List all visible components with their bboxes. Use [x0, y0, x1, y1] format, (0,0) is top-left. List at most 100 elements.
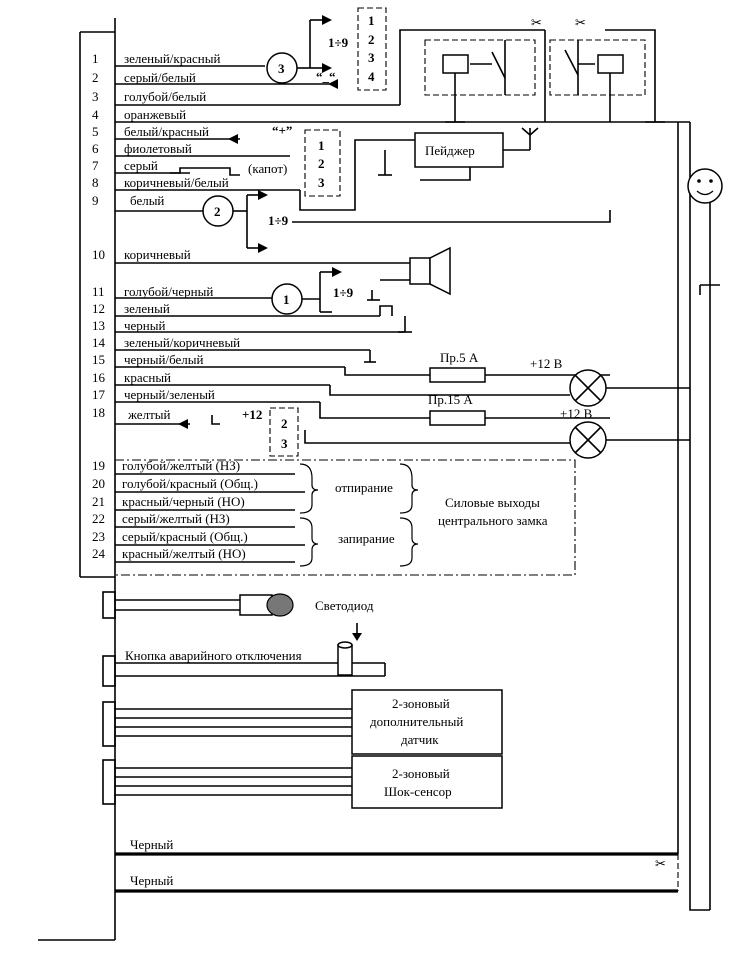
- outputs-label-2: центрального замка: [438, 513, 548, 528]
- wire-label-5: белый/красный: [124, 124, 209, 139]
- wire-label-2: серый/белый: [124, 70, 196, 85]
- channel-2-label: 2: [214, 204, 221, 219]
- wire-num-6: 6: [92, 141, 99, 156]
- wire-num-3: 3: [92, 89, 99, 104]
- pin-top-4: 4: [368, 69, 375, 84]
- channel-3-label: 3: [278, 61, 285, 76]
- wire-num-2: 2: [92, 70, 99, 85]
- supply-1-label: +12 В: [530, 356, 563, 371]
- lock-wire-lines: [115, 473, 305, 563]
- plus12-sign: +12: [242, 407, 262, 422]
- wire-label-7: серый: [124, 158, 158, 173]
- wire-label-16: красный: [124, 370, 171, 385]
- ground-label-2: Черный: [130, 873, 173, 888]
- wire-labels: 1 зеленый/красный 2 серый/белый 3 голубо…: [92, 51, 258, 561]
- channel-3-module: 3 1÷9 “_“ 1 2 3 4: [266, 7, 387, 91]
- range-3-label: 1÷9: [328, 35, 349, 50]
- wire-label-24: красный/желтый (НО): [122, 546, 246, 561]
- pin-top-3: 3: [368, 50, 375, 65]
- central-lock-group: отпирание запирание Силовые выходы центр…: [114, 459, 576, 576]
- led-section: Светодиод: [102, 591, 374, 619]
- pager-section: “+” 1 2 3 (капот) Пейджер: [170, 123, 539, 211]
- lamp-section: Пр.5 А +12 В Пр.15 А +12 В: [304, 350, 690, 459]
- wire-label-17: черный/зеленый: [124, 387, 215, 402]
- wire-label-3: голубой/белый: [124, 89, 206, 104]
- pin-top-2: 2: [368, 32, 375, 47]
- pin-top-1: 1: [368, 13, 375, 28]
- fuse-2-label: Пр.15 А: [428, 392, 473, 407]
- wire-num-17: 17: [92, 387, 106, 402]
- wire-num-11: 11: [92, 284, 105, 299]
- smiley-icon: [687, 168, 723, 204]
- sensor-1-line-2: дополнительный: [370, 714, 463, 729]
- button-icon: [337, 644, 353, 676]
- emergency-section: Кнопка аварийного отключения: [102, 623, 386, 687]
- wire-label-6: фиолетовый: [124, 141, 192, 156]
- wire-label-22: серый/желтый (НЗ): [122, 511, 230, 526]
- plus-sign: “+”: [272, 123, 292, 138]
- wire-num-13: 13: [92, 318, 105, 333]
- wire-label-11: голубой/черный: [124, 284, 213, 299]
- sensor-1-section: 2-зоновый дополнительный датчик: [102, 689, 503, 755]
- scissors-icon-3: ✂: [655, 856, 666, 871]
- wire-label-1: зеленый/красный: [124, 51, 220, 66]
- minus-sign: “_“: [316, 69, 336, 84]
- wire-num-10: 10: [92, 247, 105, 262]
- wire-num-1: 1: [92, 51, 99, 66]
- siren-section: 1 1÷9: [271, 246, 451, 363]
- led-icon: [266, 593, 294, 617]
- wire-num-12: 12: [92, 301, 105, 316]
- wire-num-23: 23: [92, 529, 105, 544]
- wire-num-16: 16: [92, 370, 106, 385]
- wire-label-12: зеленый: [124, 301, 170, 316]
- wire-label-23: серый/красный (Общ.): [122, 529, 248, 544]
- pin-mid-1: 1: [318, 138, 325, 153]
- pin-low-3: 3: [281, 436, 288, 451]
- wire-label-13: черный: [124, 318, 165, 333]
- scissors-icon: ✂: [531, 15, 542, 30]
- fuse-1-label: Пр.5 А: [440, 350, 479, 365]
- wire-num-24: 24: [92, 546, 106, 561]
- wire-num-21: 21: [92, 494, 105, 509]
- pin-mid-3: 3: [318, 175, 325, 190]
- relay-assembly: ✂ ✂: [399, 15, 665, 123]
- led-label: Светодиод: [315, 598, 374, 613]
- wire-label-10: коричневый: [124, 247, 191, 262]
- sensor-2-line-2: Шок-сенсор: [384, 784, 452, 799]
- wire-label-20: голубой/красный (Общ.): [122, 476, 258, 491]
- ground-label-1: Черный: [130, 837, 173, 852]
- wire-num-18: 18: [92, 405, 105, 420]
- wire-num-7: 7: [92, 158, 99, 173]
- wire-num-4: 4: [92, 107, 99, 122]
- wire-lines: [115, 65, 690, 425]
- pager-label: Пейджер: [425, 143, 475, 158]
- channel-2-module: 2 1÷9: [202, 190, 611, 253]
- wire-label-21: красный/черный (НО): [122, 494, 245, 509]
- pin-low-2: 2: [281, 416, 288, 431]
- scissors-icon-2: ✂: [575, 15, 586, 30]
- sensor-1-line-1: 2-зоновый: [392, 696, 450, 711]
- wire-label-14: зеленый/коричневый: [124, 335, 240, 350]
- channel-1-label: 1: [283, 292, 290, 307]
- range-1-label: 1÷9: [333, 285, 354, 300]
- wire-num-20: 20: [92, 476, 105, 491]
- range-2-label: 1÷9: [268, 213, 289, 228]
- wire-label-9: белый: [130, 193, 164, 208]
- wire-num-8: 8: [92, 175, 99, 190]
- ground-section: Черный Черный ✂: [115, 122, 720, 911]
- wire-label-15: черный/белый: [124, 352, 204, 367]
- wire-num-15: 15: [92, 352, 105, 367]
- wire-num-19: 19: [92, 458, 105, 473]
- wire-label-8: коричневый/белый: [124, 175, 229, 190]
- pin-mid-2: 2: [318, 156, 325, 171]
- wire-num-5: 5: [92, 124, 99, 139]
- wire-label-18: желтый: [127, 407, 170, 422]
- supply-2-label: +12 В: [560, 406, 593, 421]
- hood-label: (капот): [248, 161, 287, 176]
- wire-label-19: голубой/желтый (НЗ): [122, 458, 240, 473]
- wire-label-4: оранжевый: [124, 107, 186, 122]
- wire-num-9: 9: [92, 193, 99, 208]
- sensor-2-section: 2-зоновый Шок-сенсор: [102, 755, 503, 809]
- unlock-label: отпирание: [335, 480, 393, 495]
